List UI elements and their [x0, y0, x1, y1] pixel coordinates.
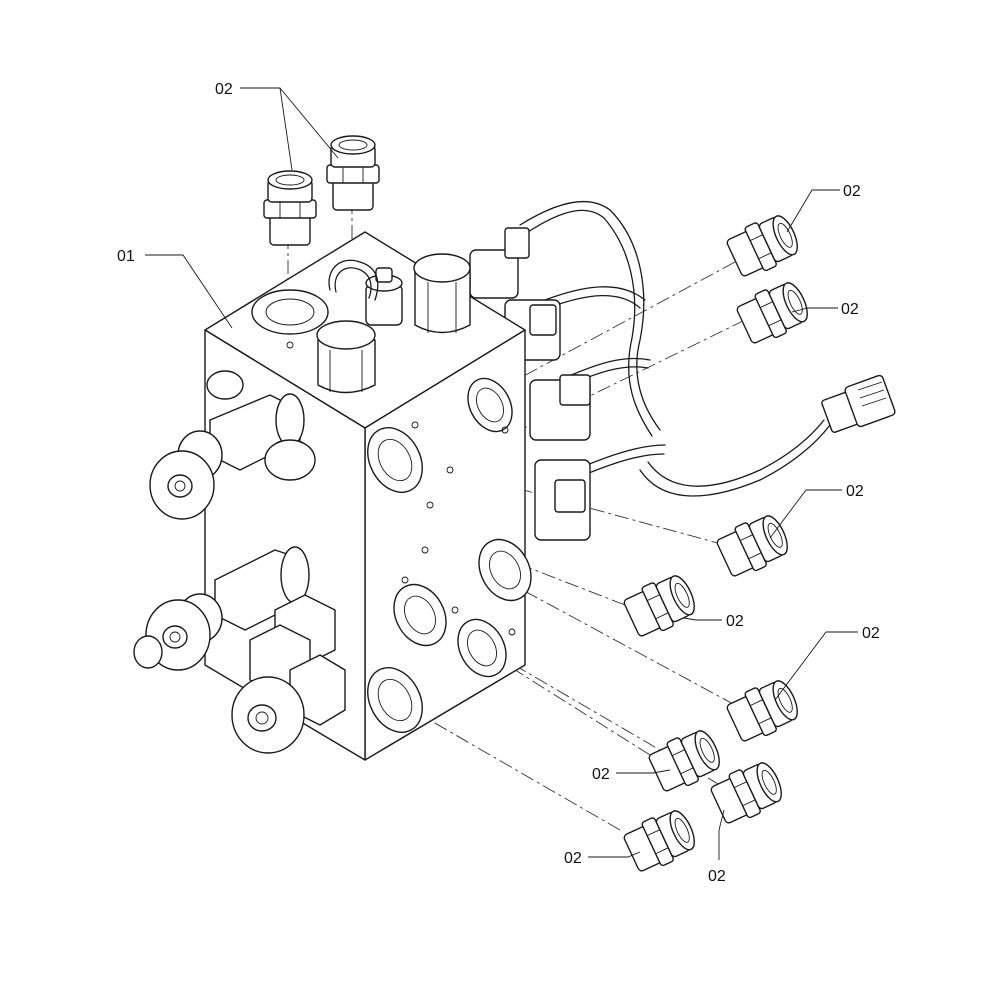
- block-ports: [367, 377, 532, 733]
- callout-part-02-right-3: 02: [846, 483, 864, 500]
- fitting-02: [726, 680, 798, 742]
- callout-labels: 01 02 02 02 02 02 02 02 02 02: [117, 81, 880, 885]
- wire-harness: [519, 200, 896, 497]
- fitting-02: [648, 730, 720, 792]
- fitting-02: [726, 215, 798, 277]
- fitting-02: [716, 515, 788, 577]
- fitting-02: [623, 810, 695, 872]
- callout-part-02-lower-left: 02: [592, 766, 610, 783]
- fitting-02-vertical: [263, 170, 317, 246]
- callout-part-02-bottom-left: 02: [564, 850, 582, 867]
- fitting-02-vertical: [326, 135, 380, 211]
- fitting-02: [623, 575, 695, 637]
- manifold-block: [133, 231, 532, 761]
- fitting-02: [736, 282, 808, 344]
- callout-part-02-right-4: 02: [862, 625, 880, 642]
- leader-lines: [145, 87, 858, 860]
- left-valves: [133, 370, 346, 754]
- callout-part-02-top: 02: [215, 81, 233, 98]
- solenoid-coils: [469, 227, 591, 541]
- callout-part-02-right-2: 02: [841, 301, 859, 318]
- callout-part-02-middle: 02: [726, 613, 744, 630]
- top-cartridges: [316, 253, 471, 394]
- callout-part-01: 01: [117, 248, 135, 265]
- fittings-group: [263, 135, 808, 872]
- callout-part-02-bottom: 02: [708, 868, 726, 885]
- fitting-02: [710, 762, 782, 824]
- callout-part-02-right-1: 02: [843, 183, 861, 200]
